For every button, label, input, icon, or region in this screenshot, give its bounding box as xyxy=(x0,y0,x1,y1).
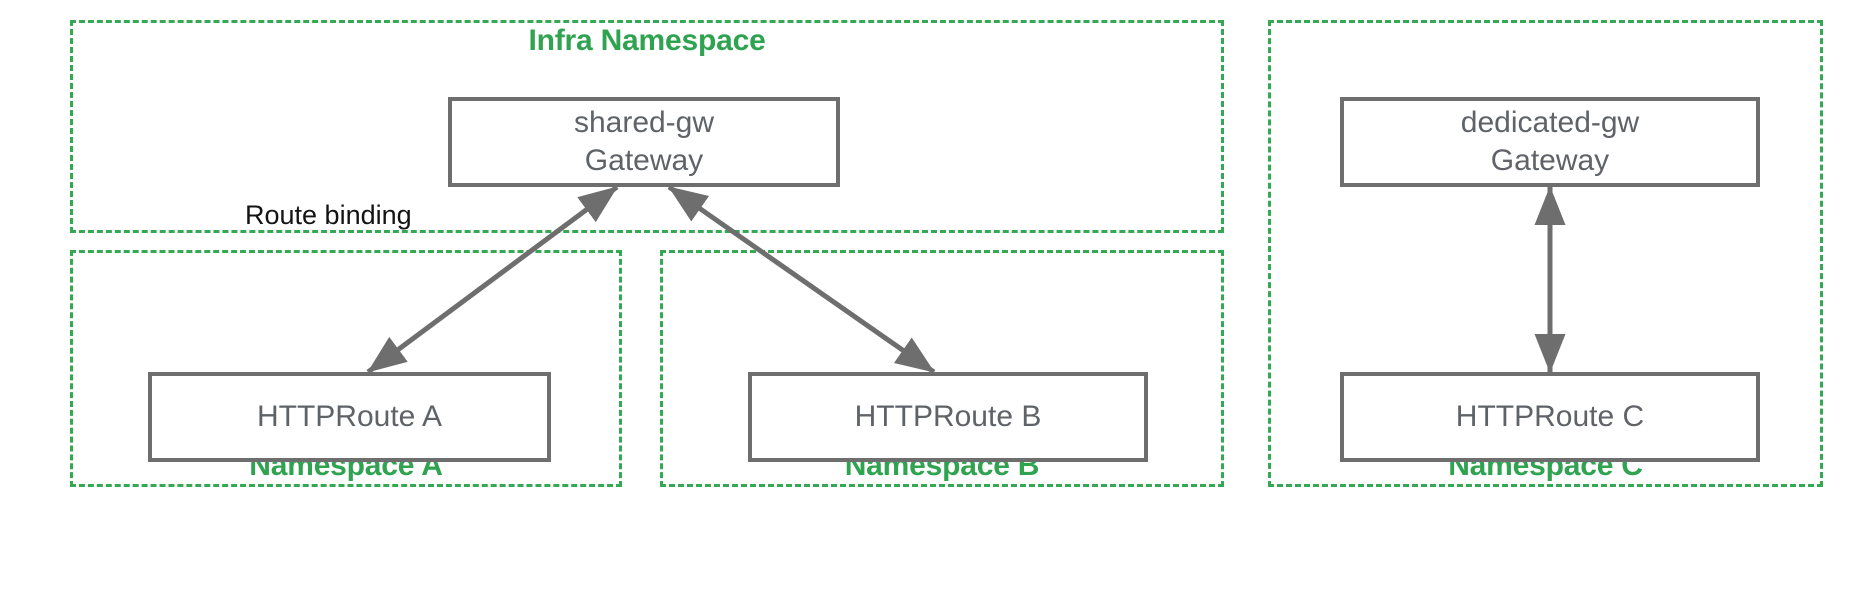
node-dedicated-gw-kind: Gateway xyxy=(1490,144,1610,177)
node-shared-gw-name: shared-gw xyxy=(573,105,715,139)
node-dedicated-gw-name: dedicated-gw xyxy=(1460,105,1640,139)
node-httproute-c-name: HTTPRoute C xyxy=(1455,399,1645,433)
node-httproute-b-name: HTTPRoute B xyxy=(854,399,1042,433)
node-httproute-a[interactable]: HTTPRoute A xyxy=(148,372,551,462)
node-shared-gw-kind: Gateway xyxy=(584,144,704,177)
node-httproute-c[interactable]: HTTPRoute C xyxy=(1340,372,1760,462)
namespace-c-box xyxy=(1268,20,1823,487)
namespace-a-box xyxy=(70,250,622,487)
namespace-b-box xyxy=(660,250,1224,487)
node-httproute-a-name: HTTPRoute A xyxy=(256,399,443,433)
namespace-infra-box xyxy=(70,20,1224,233)
namespace-infra-label: Infra Namespace xyxy=(528,24,766,57)
node-shared-gw[interactable]: shared-gw Gateway xyxy=(448,97,840,187)
edge-label-route-binding: Route binding xyxy=(245,200,412,230)
node-dedicated-gw[interactable]: dedicated-gw Gateway xyxy=(1340,97,1760,187)
node-httproute-b[interactable]: HTTPRoute B xyxy=(748,372,1148,462)
